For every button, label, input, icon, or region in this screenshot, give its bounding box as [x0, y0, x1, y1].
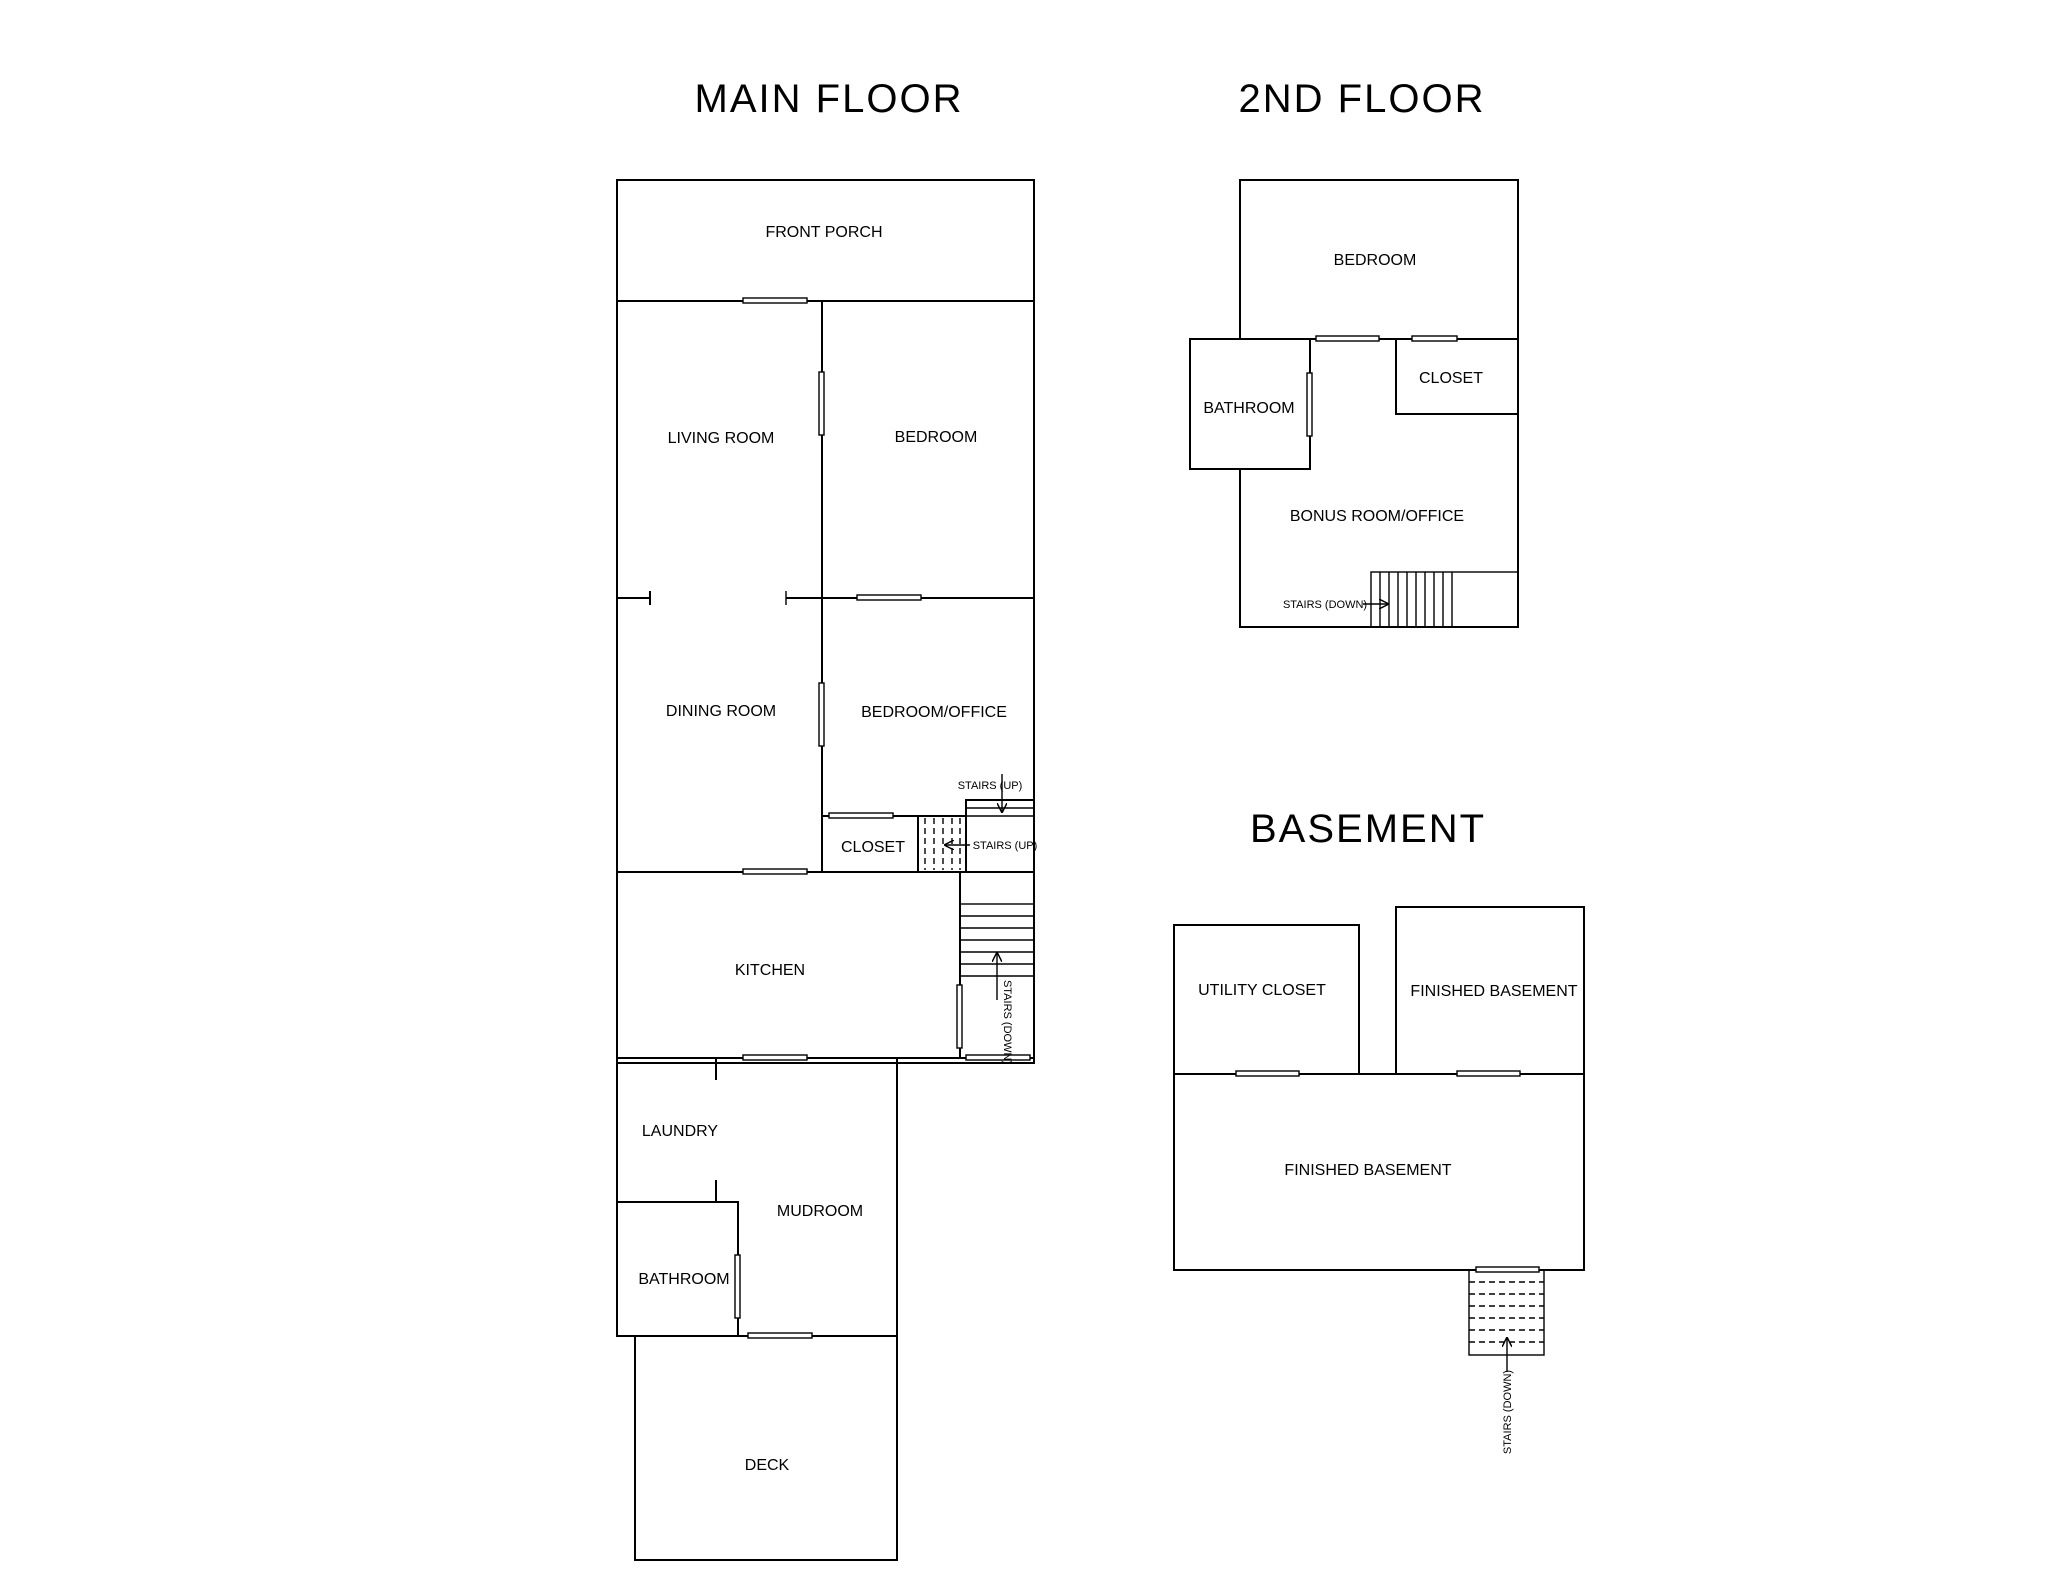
bedroom-office-label: BEDROOM/OFFICE: [861, 704, 1007, 721]
stairs-down-label: STAIRS (DOWN): [1001, 980, 1013, 1064]
door: [956, 984, 963, 1049]
main-floor-outline: [616, 179, 1035, 1064]
kitchen-label: KITCHEN: [735, 962, 805, 979]
door: [1475, 1266, 1540, 1273]
second-floor-plan: BEDROOM BATHROOM CLOSET BONUS ROOM/OFFIC…: [1189, 179, 1519, 628]
door: [742, 1054, 808, 1061]
bonus-room-label: BONUS ROOM/OFFICE: [1290, 508, 1464, 525]
finished-basement-label: FINISHED BASEMENT: [1410, 983, 1577, 1000]
door: [1456, 1070, 1521, 1077]
door: [1235, 1070, 1300, 1077]
laundry-label: LAUNDRY: [642, 1123, 719, 1140]
mudroom-label: MUDROOM: [777, 1203, 863, 1220]
door: [747, 1332, 813, 1339]
basement-title: BASEMENT: [1250, 807, 1486, 851]
finished-basement-label: FINISHED BASEMENT: [1284, 1162, 1451, 1179]
laundry-mudroom-outline: [616, 1057, 898, 1337]
closet-label: CLOSET: [841, 839, 905, 856]
front-porch-label: FRONT PORCH: [765, 224, 882, 241]
bedroom-label: BEDROOM: [895, 429, 978, 446]
basement-outline: [1173, 1073, 1585, 1271]
door: [818, 371, 825, 436]
living-room-label: LIVING ROOM: [668, 430, 775, 447]
door: [965, 1054, 1031, 1061]
second-floor-title: 2ND FLOOR: [1239, 77, 1486, 121]
stairs-up-label: STAIRS (UP): [973, 840, 1038, 852]
deck-label: DECK: [745, 1457, 790, 1474]
door: [1315, 335, 1380, 342]
bathroom-2nd-label: BATHROOM: [1203, 400, 1294, 417]
door: [818, 682, 825, 747]
basement-plan: UTILITY CLOSET FINISHED BASEMENT FINISHE…: [1173, 906, 1585, 1454]
door: [742, 868, 808, 875]
stairs-down-basement-label: STAIRS (DOWN): [1502, 1370, 1514, 1454]
stairs-down-2nd-label: STAIRS (DOWN): [1283, 599, 1367, 611]
deck-outline: [634, 1335, 898, 1561]
door: [856, 594, 922, 601]
door: [742, 297, 808, 304]
main-floor-plan: FRONT PORCH LIVING ROOM BEDROOM DINING R…: [616, 179, 1038, 1561]
door: [734, 1254, 741, 1319]
main-floor-title: MAIN FLOOR: [695, 77, 964, 121]
door: [1306, 372, 1313, 437]
closet-2nd-label: CLOSET: [1419, 370, 1483, 387]
door: [1411, 335, 1458, 342]
dining-room-label: DINING ROOM: [666, 703, 776, 720]
bedroom-2nd-label: BEDROOM: [1334, 252, 1417, 269]
door: [828, 812, 894, 819]
stairs-up-label: STAIRS (UP): [958, 780, 1023, 792]
utility-closet-label: UTILITY CLOSET: [1198, 982, 1326, 999]
bathroom-label: BATHROOM: [638, 1271, 729, 1288]
